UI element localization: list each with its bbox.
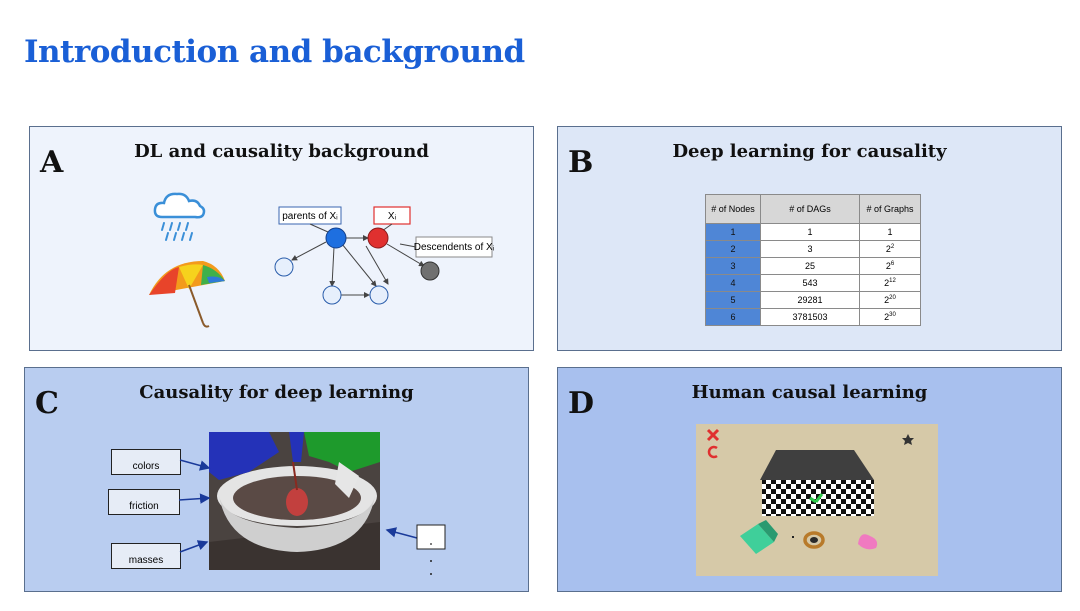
dags-cell: 25 bbox=[760, 257, 860, 275]
descendent-node bbox=[420, 261, 440, 281]
page-title: Introduction and background bbox=[24, 34, 525, 70]
panel-letter: D bbox=[568, 386, 595, 421]
colors-label-box: colors bbox=[111, 449, 181, 475]
nodes-cell: 1 bbox=[705, 223, 761, 241]
descendents-label: Descendents of Xᵢ bbox=[414, 242, 495, 253]
parents-label: parents of Xᵢ bbox=[282, 211, 338, 222]
graphs-exponent: 20 bbox=[889, 295, 896, 301]
panel-b: B Deep learning for causality # of Nodes… bbox=[557, 126, 1062, 351]
panel-letter: C bbox=[35, 386, 59, 421]
graphs-base: 2 bbox=[884, 295, 890, 305]
star-icon bbox=[902, 434, 914, 445]
graphs-base: 2 bbox=[885, 244, 891, 254]
rain-cloud-icon bbox=[153, 192, 206, 241]
panel-title: Causality for deep learning bbox=[139, 382, 414, 403]
graph-node bbox=[322, 285, 342, 305]
panel-d: D Human causal learning bbox=[557, 367, 1062, 592]
graphs-base: 2 bbox=[884, 278, 890, 288]
nodes-cell: 4 bbox=[705, 274, 761, 292]
graph-node bbox=[369, 285, 389, 305]
panel-title: Deep learning for causality bbox=[672, 141, 947, 162]
panel-title: DL and causality background bbox=[134, 141, 429, 162]
graph-node bbox=[274, 257, 294, 277]
graphs-base: 2 bbox=[884, 312, 890, 322]
graphs-cell: 230 bbox=[859, 308, 921, 326]
close-icon[interactable] bbox=[706, 428, 720, 442]
graphs-cell: 212 bbox=[859, 274, 921, 292]
reset-icon[interactable] bbox=[707, 445, 718, 459]
graphs-cell: 26 bbox=[859, 257, 921, 275]
simulation-render-image bbox=[209, 432, 380, 570]
nodes-cell: 3 bbox=[705, 257, 761, 275]
table-header: # of Nodes bbox=[705, 194, 761, 224]
parameter-arrows bbox=[178, 459, 446, 575]
masses-label: masses bbox=[128, 555, 164, 566]
panel-title: Human causal learning bbox=[691, 382, 928, 403]
masses-label-box: masses bbox=[111, 543, 181, 569]
dags-cell: 29281 bbox=[760, 291, 860, 309]
graphs-exponent: 30 bbox=[889, 312, 896, 318]
panel-a: A DL and causality background parents of… bbox=[29, 126, 534, 351]
table-header: # of DAGs bbox=[760, 194, 860, 224]
graphs-cell: 220 bbox=[859, 291, 921, 309]
graphs-exponent: 6 bbox=[890, 261, 895, 267]
dags-cell: 1 bbox=[760, 223, 860, 241]
parent-node bbox=[325, 227, 347, 249]
xi-label: Xᵢ bbox=[388, 211, 397, 222]
graphs-cell: 1 bbox=[859, 223, 921, 241]
panel-c: C Causality for deep learning colors fri… bbox=[24, 367, 529, 592]
friction-label: friction bbox=[129, 501, 159, 512]
graphs-base: 2 bbox=[885, 261, 891, 271]
nodes-cell: 2 bbox=[705, 240, 761, 258]
panel-letter: B bbox=[568, 145, 594, 180]
nodes-cell: 6 bbox=[705, 308, 761, 326]
dags-cell: 3 bbox=[760, 240, 860, 258]
colors-label: colors bbox=[132, 461, 160, 472]
nodes-cell: 5 bbox=[705, 291, 761, 309]
causal-graph: parents of Xᵢ Xᵢ Descendents of Xᵢ bbox=[274, 206, 495, 305]
dags-cell: 543 bbox=[760, 274, 860, 292]
graphs-base: 1 bbox=[887, 227, 893, 237]
xi-node bbox=[367, 227, 389, 249]
table-header: # of Graphs bbox=[859, 194, 921, 224]
graphs-cell: 22 bbox=[859, 240, 921, 258]
dags-cell: 3781503 bbox=[760, 308, 860, 326]
graphs-exponent: 2 bbox=[890, 244, 895, 250]
graphs-exponent: 12 bbox=[889, 278, 896, 284]
umbrella-icon bbox=[149, 261, 225, 328]
game-scene-image bbox=[696, 424, 938, 576]
panel-letter: A bbox=[40, 145, 64, 180]
friction-label-box: friction bbox=[108, 489, 180, 515]
